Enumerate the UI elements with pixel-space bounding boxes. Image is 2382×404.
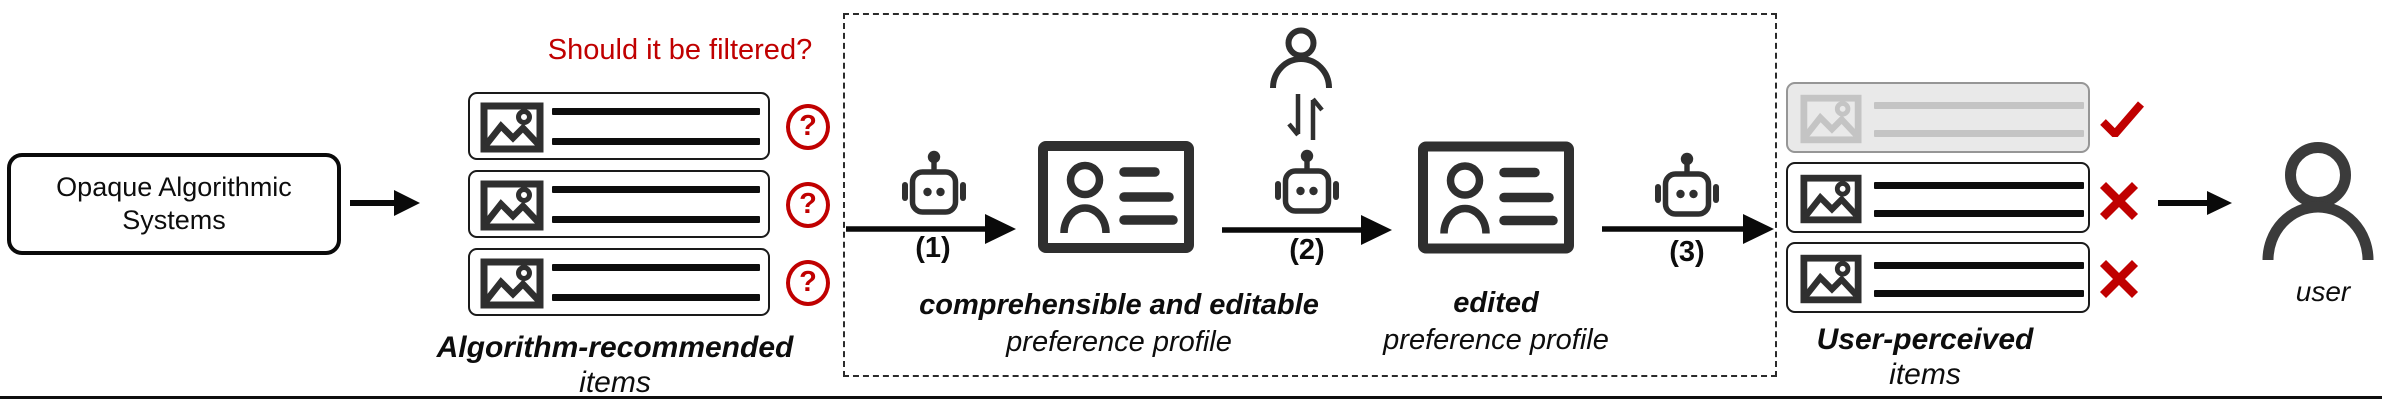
question-glyph: ? [799,187,817,220]
image-icon [480,102,544,153]
item-text-line [552,138,760,145]
source-box: Opaque Algorithmic Systems [7,153,341,255]
user-item-card [1786,162,2090,233]
mark-slot [2099,181,2139,221]
robot-icon-step2 [1272,149,1342,215]
person-icon [1266,26,1336,90]
pipeline-boundary [843,13,1777,377]
question-circle-icon: ? [786,182,830,228]
id-card-icon-edited [1418,141,1574,254]
item-text-line [1874,130,2084,137]
item-text-line [552,216,760,223]
step-label-1: (1) [915,232,951,264]
question-glyph: ? [799,265,817,298]
item-text-line [552,186,760,193]
image-icon [480,180,544,231]
flow-arrow-step1 [846,214,1016,244]
caption-user-items-line2: items [1889,358,1961,391]
caption-edited-line1: edited [1453,287,1539,319]
user-item-card [1786,82,2090,153]
image-icon [1800,94,1862,144]
source-box-label-line1: Opaque Algorithmic [56,172,292,202]
caption-edited-profile: edited preference profile [1346,285,1646,359]
item-text-line [552,264,760,271]
item-text-line [552,294,760,301]
user-item-card [1786,242,2090,313]
flow-arrow-step3 [1602,214,1774,244]
question-circle-icon: ? [786,260,830,306]
robot-icon-step1 [899,150,969,216]
caption-comprehensible-profile: comprehensible and editable preference p… [869,287,1369,361]
algorithm-item-card [468,92,770,160]
caption-algorithm-items-line1: Algorithm-recommended [436,331,794,364]
caption-algorithm-items-line2: items [579,366,651,399]
item-text-line [1874,262,2084,269]
image-icon [1800,174,1862,224]
caption-edited-line2: preference profile [1383,324,1609,356]
filter-prompt: Should it be filtered? [547,34,813,66]
flow-arrow-source-to-items [350,190,420,216]
robot-icon-step3 [1652,152,1722,218]
item-text-line [1874,102,2084,109]
algorithm-item-card [468,248,770,316]
cross-icon [2099,259,2139,299]
mark-slot [2100,101,2144,137]
image-icon [480,258,544,309]
caption-comprehensible-line2: preference profile [1006,326,1232,358]
id-card-icon-comprehensible [1038,141,1194,253]
source-box-label-line2: Systems [122,205,226,235]
mark-slot [2099,259,2139,299]
item-text-line [1874,182,2084,189]
caption-user-items: User-perceived items [1775,322,2075,392]
caption-algorithm-items: Algorithm-recommended items [425,330,805,400]
step-label-2: (2) [1289,234,1325,266]
check-icon [2100,101,2144,137]
item-text-line [552,108,760,115]
item-text-line [1874,210,2084,217]
item-text-line [1874,290,2084,297]
flow-arrow-step2 [1222,215,1392,245]
bottom-rule [0,396,2382,399]
step-label-3: (3) [1669,236,1705,268]
caption-comprehensible-line1: comprehensible and editable [919,289,1319,321]
image-icon [1800,254,1862,304]
algorithm-item-card [468,170,770,238]
question-circle-icon: ? [786,104,830,150]
user-icon [2255,138,2381,260]
user-label: user [2295,276,2351,307]
caption-user-items-line1: User-perceived [1816,323,2034,356]
swap-vertical-icon [1286,92,1324,142]
flow-arrow-items-to-user [2158,191,2232,215]
question-glyph: ? [799,109,817,142]
cross-icon [2099,181,2139,221]
